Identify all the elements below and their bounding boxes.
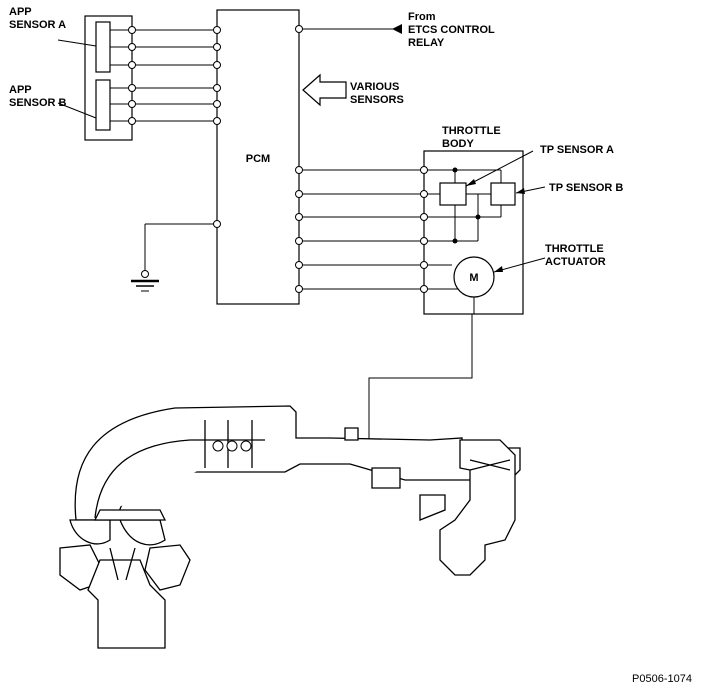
app-sensor-a-label: APP SENSOR A	[9, 6, 66, 31]
tp-sensor-a-box	[439, 182, 467, 206]
various-sensors-label: VARIOUS SENSORS	[350, 81, 404, 106]
throttle-wires	[295, 166, 516, 293]
throttle-actuator-label: THROTTLE ACTUATOR	[545, 243, 607, 268]
app-sensor-a-leader	[57, 39, 97, 47]
app-wires	[110, 26, 221, 125]
tp-sensor-b-box	[490, 182, 516, 206]
throttle-linkage	[368, 297, 475, 450]
motor-label: M	[469, 272, 478, 284]
various-sensors-arrow	[302, 73, 347, 107]
intake-manifold-sketch	[59, 405, 521, 649]
tp-sensor-a-leader	[465, 150, 534, 187]
app-sensor-b-label: APP SENSOR B	[9, 84, 67, 109]
pcm-box	[216, 9, 300, 305]
pcm-label: PCM	[246, 153, 270, 165]
app-sensor-a-element	[95, 21, 111, 73]
etcs-relay-label: From ETCS CONTROL RELAY	[408, 11, 498, 49]
app-sensor-b-element	[95, 79, 111, 131]
app-sensor-b-leader	[57, 102, 97, 119]
ground-symbol	[131, 220, 221, 292]
figure-id: P0506-1074	[632, 673, 692, 685]
etcs-relay-wire	[295, 24, 402, 34]
tp-sensor-a-label: TP SENSOR A	[540, 144, 614, 156]
throttle-body-label: THROTTLE BODY	[442, 125, 504, 150]
tp-sensor-b-label: TP SENSOR B	[549, 182, 623, 194]
